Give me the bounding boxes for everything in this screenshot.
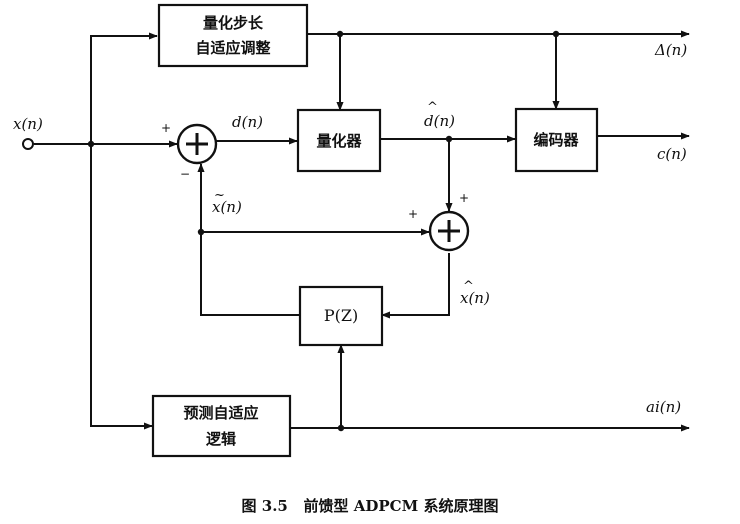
junction-dhat: [445, 135, 453, 143]
label-xhat: x(n): [460, 289, 490, 307]
encoder-label: 编码器: [533, 131, 579, 149]
pred-adapt-label-2: 逻辑: [206, 430, 236, 448]
junction-input: [87, 140, 95, 148]
wire-xhat-to-pred: [381, 253, 450, 319]
junction-coef: [337, 424, 345, 432]
label-input: x(n): [13, 115, 43, 133]
step-adapt-label-1: 量化步长: [203, 14, 264, 32]
figure-caption: 图 3.5 前馈型 ADPCM 系统原理图: [242, 497, 499, 515]
pred-adapt-label-1: 预测自适应: [183, 404, 258, 422]
label-dhat: d(n): [424, 112, 455, 130]
sign-sum2-top: +: [459, 191, 469, 205]
wire-to-pred-adapt: [90, 144, 153, 430]
label-xtilde: x(n): [212, 198, 242, 216]
predictor-label: P(Z): [324, 306, 358, 325]
wire-to-step-adapt: [90, 32, 158, 144]
sign-sum1-plus: +: [161, 121, 171, 135]
junction-step-quant: [336, 30, 344, 38]
predictor-block: [298, 285, 384, 347]
junction-pred: [197, 228, 205, 236]
label-xhat-accent: ^: [463, 279, 474, 294]
encoder-block: [514, 107, 599, 173]
summer-reconstruct: [428, 210, 470, 252]
label-coef-out: ai(n): [646, 398, 681, 416]
label-code-out: c(n): [657, 145, 687, 163]
wire-pred-out: [200, 232, 300, 316]
quantizer-block: [296, 108, 382, 173]
label-xtilde-accent: ~: [214, 188, 225, 203]
label-step-out: Δ(n): [654, 41, 687, 59]
junction-step-enc: [552, 30, 560, 38]
summer-error: [176, 123, 218, 165]
sign-sum1-minus: −: [180, 167, 190, 181]
step-adapt-label-2: 自适应调整: [195, 39, 270, 57]
pred-adapt-block: [151, 394, 292, 458]
label-dhat-accent: ^: [427, 100, 438, 115]
label-error: d(n): [232, 113, 263, 131]
sign-sum2-left: +: [408, 207, 418, 221]
input-terminal: [22, 138, 34, 150]
quantizer-label: 量化器: [316, 132, 362, 150]
step-adapt-block: [157, 3, 309, 68]
